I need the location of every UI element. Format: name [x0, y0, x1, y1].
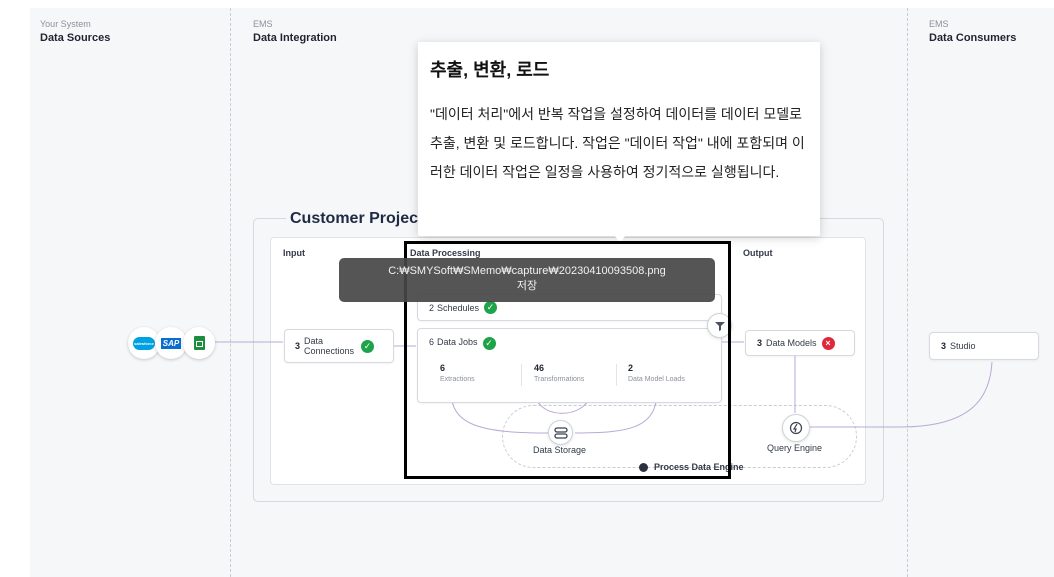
sheets-glyph — [193, 336, 205, 350]
data-jobs-count: 6 — [429, 337, 435, 347]
section-label-processing: Data Processing — [410, 248, 481, 258]
error-icon: × — [821, 336, 835, 350]
engine-icon — [639, 462, 648, 472]
section-label-input: Input — [283, 248, 305, 258]
data-connections-card[interactable]: 3 Data Connections ✓ — [284, 329, 394, 363]
data-storage-label: Data Storage — [533, 445, 587, 455]
job-stat-transformations: 46 Transformations — [534, 363, 584, 385]
column-header-integration: EMS Data Integration — [253, 19, 337, 45]
check-icon: ✓ — [484, 301, 498, 314]
stat-value: 46 — [534, 363, 545, 373]
data-jobs-card[interactable]: 6 Data Jobs ✓ — [417, 328, 722, 403]
salesforce-logo: salesforce — [133, 336, 155, 350]
tooltip-arrow — [613, 234, 627, 242]
salesforce-icon[interactable]: salesforce — [128, 327, 160, 359]
capture-selection-box — [404, 241, 731, 479]
stat-value: 2 — [628, 363, 634, 373]
label-line: Connections — [304, 346, 355, 356]
studio-card[interactable]: 3 Studio — [929, 332, 1039, 360]
database-icon[interactable] — [548, 420, 573, 445]
process-data-engine-label: Process Data Engine — [639, 462, 744, 472]
job-stat-model-loads: 2 Data Model Loads — [628, 363, 685, 385]
data-connections-count: 3 — [295, 341, 301, 351]
job-stat-extractions: 6 Extractions — [440, 363, 475, 385]
column-kicker: EMS — [929, 19, 949, 29]
stat-divider — [616, 364, 617, 386]
engine-label-text: Process Data Engine — [654, 462, 744, 472]
process-data-engine-zone — [502, 405, 857, 468]
tooltip-body: "데이터 처리"에서 반복 작업을 설정하여 데이터를 데이터 모델로 추출, … — [430, 106, 805, 180]
google-sheets-icon[interactable] — [183, 327, 215, 359]
capture-saved-toast: C:₩SMYSoft₩SMemo₩capture₩20230410093508.… — [339, 258, 715, 302]
filter-glyph — [714, 321, 725, 331]
query-engine-label: Query Engine — [767, 443, 823, 453]
stat-label: Data Model Loads — [628, 376, 685, 383]
check-icon: ✓ — [361, 339, 375, 353]
sap-logo: SAP — [160, 337, 182, 349]
studio-count: 3 — [941, 341, 947, 351]
data-models-label: Data Models — [766, 338, 817, 348]
database-glyph — [553, 426, 568, 439]
stat-divider — [521, 364, 522, 386]
column-kicker: Your System — [40, 19, 91, 29]
query-engine-icon[interactable] — [782, 414, 810, 442]
column-divider — [230, 8, 231, 577]
column-divider — [907, 8, 908, 577]
column-kicker: EMS — [253, 19, 273, 29]
project-title: Customer Projec — [286, 209, 423, 229]
column-header-sources: Your System Data Sources — [40, 19, 110, 45]
data-jobs-label: Data Jobs — [437, 337, 478, 347]
data-models-card[interactable]: 3 Data Models × — [745, 330, 855, 356]
stat-label: Extractions — [440, 376, 475, 383]
toast-status: 저장 — [516, 280, 538, 292]
schedules-label: Schedules — [437, 302, 480, 313]
etl-tooltip: 추출, 변환, 로드 "데이터 처리"에서 반복 작업을 설정하여 데이터를 데… — [418, 42, 820, 236]
label-line: Data — [304, 336, 324, 346]
schedules-count: 2 — [429, 302, 435, 313]
section-label-output: Output — [743, 248, 773, 258]
query-engine-glyph — [789, 421, 803, 435]
toast-path: C:₩SMYSoft₩SMemo₩capture₩20230410093508.… — [388, 265, 666, 277]
sap-icon[interactable]: SAP — [155, 327, 187, 359]
filter-icon[interactable] — [707, 313, 732, 338]
data-connections-label: Data Connections — [304, 336, 354, 356]
data-models-count: 3 — [757, 338, 763, 348]
column-header-consumers: EMS Data Consumers — [929, 19, 1016, 45]
column-title: Data Sources — [40, 32, 111, 44]
column-title: Data Integration — [253, 32, 337, 44]
studio-label: Studio — [950, 341, 976, 351]
check-icon: ✓ — [482, 337, 496, 350]
column-title: Data Consumers — [929, 32, 1017, 44]
stat-value: 6 — [440, 363, 446, 373]
stat-label: Transformations — [534, 376, 585, 383]
tooltip-title: 추출, 변환, 로드 — [430, 60, 550, 80]
